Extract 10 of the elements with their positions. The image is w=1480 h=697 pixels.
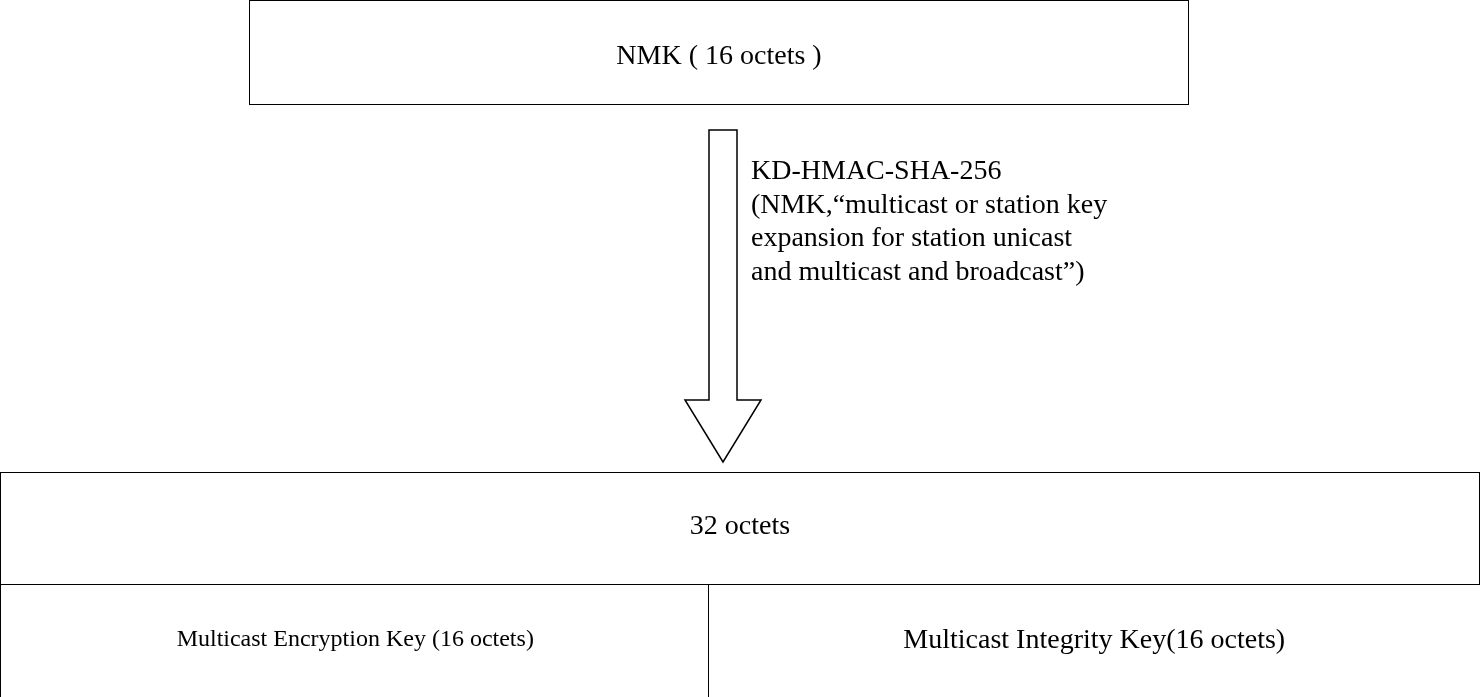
key-cell: [707, 583, 1480, 697]
edge-label: KD-HMAC-SHA-256 (NMK,“multicast or station key expansion for station unicast and multicast and broadcast”): [751, 153, 1109, 288]
box-label: Multicast Encryption Key (16 octets): [175, 624, 535, 653]
box-label: 32 octets: [688, 509, 792, 542]
key-box: [249, 0, 1189, 105]
hollow-arrow: [683, 129, 763, 464]
key-box: [0, 472, 1480, 697]
box-label: NMK ( 16 octets ): [615, 39, 823, 72]
box-label: Multicast Integrity Key(16 octets): [902, 622, 1287, 655]
key-cell: [0, 583, 711, 697]
